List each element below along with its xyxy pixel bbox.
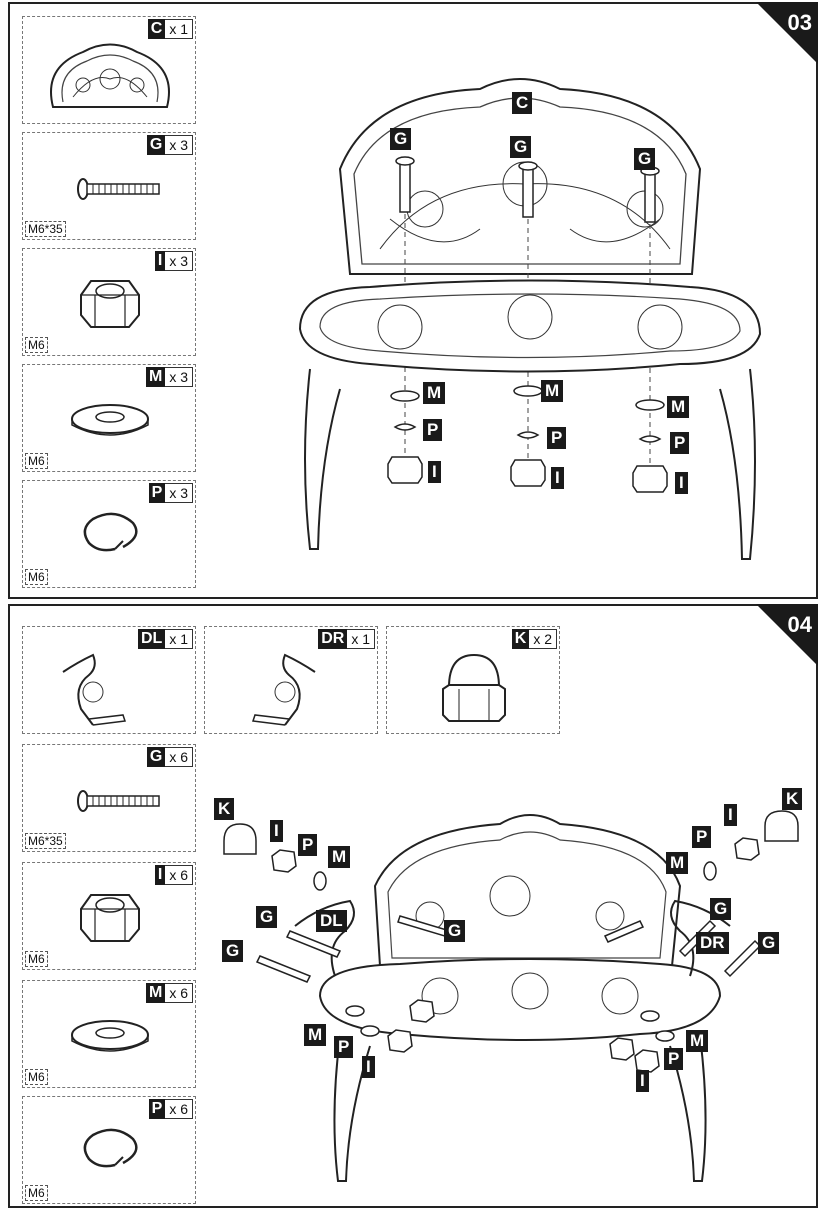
- callout-m: M: [666, 852, 689, 874]
- callout-m: M: [304, 1024, 327, 1046]
- callout-g: G: [444, 920, 466, 942]
- backrest-icon: [50, 43, 170, 108]
- part-quantity: x 3: [165, 483, 193, 503]
- bolt-icon: [77, 178, 160, 200]
- spring-washer-icon: [83, 512, 138, 552]
- callout-i: I: [636, 1070, 649, 1092]
- hex-nut-icon: [80, 894, 140, 942]
- callout-i: I: [270, 820, 283, 842]
- callout-i: I: [675, 472, 688, 494]
- callout-p: P: [334, 1036, 354, 1058]
- part-label: G: [146, 747, 166, 767]
- part-spec: M6: [25, 453, 48, 469]
- part-spec: M6: [25, 951, 48, 967]
- callout-c: C: [512, 92, 533, 114]
- part-quantity: x 6: [165, 1099, 193, 1119]
- part-label: DR: [318, 629, 348, 649]
- callout-g: G: [510, 136, 532, 158]
- part-quantity: x 3: [165, 251, 193, 271]
- left-arm-bracket-icon: [62, 653, 127, 726]
- part-quantity: x 1: [165, 19, 193, 39]
- part-spec: M6: [25, 1185, 48, 1201]
- bolt-icon: [77, 790, 160, 812]
- step-number: 03: [787, 10, 812, 35]
- callout-g: G: [256, 906, 278, 928]
- hex-nut-icon: [80, 280, 140, 328]
- step-number: 04: [787, 612, 812, 637]
- callout-m: M: [328, 846, 351, 868]
- step-number-corner: [756, 604, 818, 666]
- part-quantity: x 6: [165, 983, 193, 1003]
- part-quantity: x 1: [347, 629, 375, 649]
- part-quantity: x 2: [529, 629, 557, 649]
- callout-i: I: [428, 461, 441, 483]
- callout-g: G: [222, 940, 244, 962]
- callout-g: G: [390, 128, 412, 150]
- part-spec: M6: [25, 1069, 48, 1085]
- callout-p: P: [298, 834, 318, 856]
- callout-g: G: [710, 898, 732, 920]
- callout-i: I: [551, 467, 564, 489]
- callout-m: M: [667, 396, 690, 418]
- callout-k: K: [782, 788, 803, 810]
- callout-k: K: [214, 798, 235, 820]
- bench-arm-assembly-drawing: [223, 810, 799, 1182]
- part-label: C: [147, 19, 166, 39]
- part-label: M: [145, 367, 166, 387]
- part-label: P: [148, 1099, 166, 1119]
- callout-m: M: [423, 382, 446, 404]
- callout-i: I: [362, 1056, 375, 1078]
- part-spec: M6*35: [25, 221, 66, 237]
- callout-p: P: [664, 1048, 684, 1070]
- callout-m: M: [686, 1030, 709, 1052]
- part-label: DL: [137, 629, 166, 649]
- callout-p: P: [670, 432, 690, 454]
- part-label: G: [146, 135, 166, 155]
- cap-nut-icon: [442, 653, 506, 722]
- callout-p: P: [423, 419, 443, 441]
- part-quantity: x 1: [165, 629, 193, 649]
- part-quantity: x 3: [165, 135, 193, 155]
- callout-dl: DL: [316, 910, 347, 932]
- part-label: K: [511, 629, 530, 649]
- step-number-corner: [756, 2, 818, 64]
- washer-icon: [71, 404, 149, 436]
- washer-icon: [71, 1020, 149, 1052]
- part-quantity: x 6: [165, 747, 193, 767]
- part-quantity: x 6: [165, 865, 193, 885]
- callout-i: I: [724, 804, 737, 826]
- right-arm-bracket-icon: [251, 653, 316, 726]
- callout-p: P: [692, 826, 712, 848]
- callout-m: M: [541, 380, 564, 402]
- part-spec: M6: [25, 337, 48, 353]
- part-label: P: [148, 483, 166, 503]
- callout-dr: DR: [696, 932, 729, 954]
- spring-washer-icon: [83, 1128, 138, 1168]
- part-label: I: [154, 251, 166, 271]
- part-label: I: [154, 865, 166, 885]
- part-quantity: x 3: [165, 367, 193, 387]
- bench-backrest-assembly-drawing: [298, 78, 762, 560]
- callout-g: G: [634, 148, 656, 170]
- callout-g: G: [758, 932, 780, 954]
- part-spec: M6: [25, 569, 48, 585]
- callout-p: P: [547, 427, 567, 449]
- part-spec: M6*35: [25, 833, 66, 849]
- part-label: M: [145, 983, 166, 1003]
